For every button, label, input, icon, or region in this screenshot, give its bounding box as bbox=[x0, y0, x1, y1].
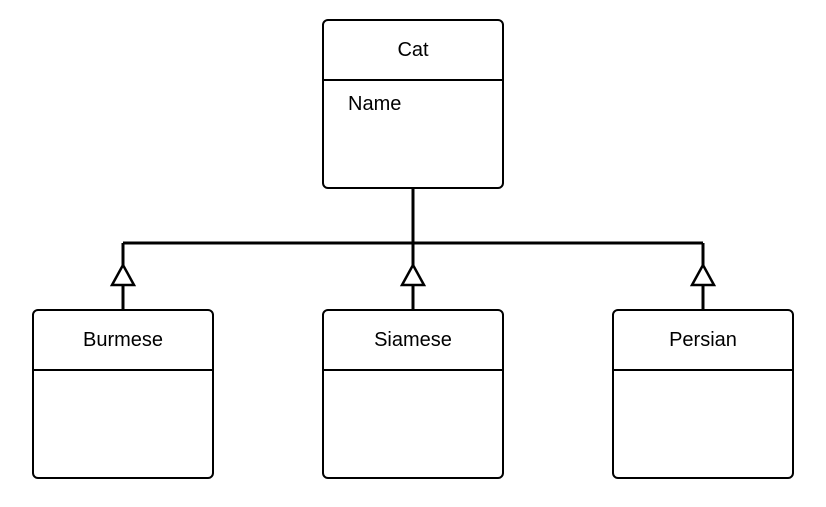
generalization-arrowhead-persian bbox=[689, 262, 717, 287]
generalization-arrowhead-siamese bbox=[399, 262, 427, 287]
class-name-burmese: Burmese bbox=[34, 311, 212, 371]
class-name-cat: Cat bbox=[324, 21, 502, 81]
class-attributes-cat: Name bbox=[324, 81, 502, 187]
attribute-name: Name bbox=[348, 93, 402, 115]
class-attributes-burmese bbox=[34, 371, 212, 477]
class-box-persian[interactable]: Persian bbox=[612, 309, 794, 479]
class-box-cat[interactable]: Cat Name bbox=[322, 19, 504, 189]
generalization-arrowhead-burmese bbox=[109, 262, 137, 287]
class-box-burmese[interactable]: Burmese bbox=[32, 309, 214, 479]
class-attributes-persian bbox=[614, 371, 792, 477]
class-attributes-siamese bbox=[324, 371, 502, 477]
class-name-siamese: Siamese bbox=[324, 311, 502, 371]
class-name-persian: Persian bbox=[614, 311, 792, 371]
class-box-siamese[interactable]: Siamese bbox=[322, 309, 504, 479]
